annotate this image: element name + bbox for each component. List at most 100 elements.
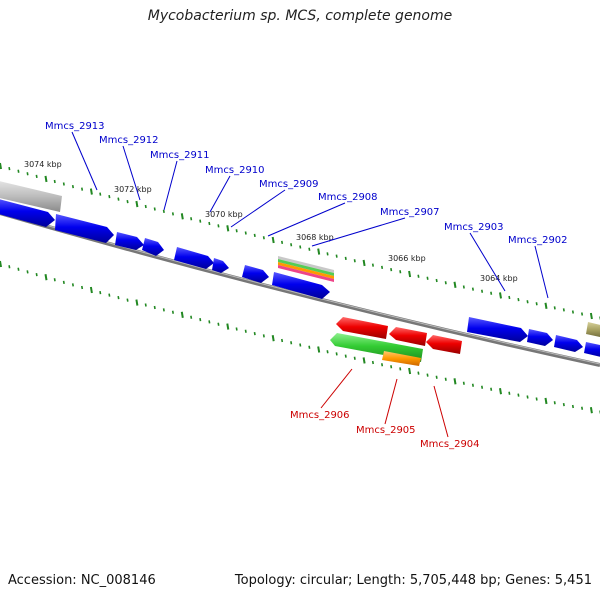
ruler-ticks <box>0 162 600 414</box>
ruler-tick <box>499 292 502 299</box>
ruler-tick <box>271 236 275 244</box>
ruler-tick <box>581 312 584 316</box>
ruler-tick <box>26 172 29 176</box>
ruler-tick <box>299 245 302 249</box>
scale-label: 3070 kbp <box>205 210 243 219</box>
gene-label-mmcs-2909[interactable]: Mmcs_2909 <box>259 179 319 190</box>
ruler-tick <box>435 375 438 379</box>
reverse-gene-labels: Mmcs_2906 Mmcs_2905 Mmcs_2904 <box>290 368 480 450</box>
gene-arrow-mmcs-2904[interactable] <box>426 335 462 354</box>
gene-arrow-mmcs-2909b[interactable] <box>212 258 229 273</box>
gene-label-mmcs-2908[interactable]: Mmcs_2908 <box>318 192 378 203</box>
gene-arrow-blue-edge[interactable] <box>554 335 583 352</box>
ruler-tick <box>526 395 529 399</box>
ruler-tick <box>535 397 538 401</box>
ruler-tick <box>517 297 520 302</box>
ruler-tick <box>553 401 556 405</box>
gene-arrow-mmcs-2903[interactable] <box>467 317 528 342</box>
feature-orange[interactable] <box>278 262 334 279</box>
ruler-tick <box>17 267 20 271</box>
ruler-tick <box>190 217 193 221</box>
gene-olive-edge[interactable] <box>586 322 600 338</box>
ruler-tick <box>499 388 502 395</box>
gene-label-mmcs-2904[interactable]: Mmcs_2904 <box>420 439 480 450</box>
gene-arrow-mmcs-2911[interactable] <box>115 232 144 250</box>
leader-line <box>230 189 286 228</box>
ruler-tick <box>180 213 184 220</box>
ruler-tick <box>462 285 465 289</box>
ruler-tick <box>271 335 275 342</box>
gene-label-mmcs-2910[interactable]: Mmcs_2910 <box>205 165 265 176</box>
ruler-tick <box>317 346 321 353</box>
gene-arrow-mmcs-2912[interactable] <box>55 214 114 243</box>
ruler-tick <box>0 162 2 170</box>
ruler-tick <box>317 248 321 255</box>
gene-arrow-mmcs-2909[interactable] <box>174 247 214 269</box>
ruler-tick <box>290 243 293 247</box>
feature-green[interactable] <box>278 259 334 276</box>
gene-arrow-mmcs-2910[interactable] <box>142 238 164 256</box>
ruler-tick <box>399 367 402 371</box>
ruler-tick <box>253 331 256 336</box>
ruler-tick <box>108 194 111 199</box>
ruler-tick <box>471 383 474 387</box>
ruler-tick <box>426 276 429 280</box>
scale-label: 3074 kbp <box>24 160 62 169</box>
ruler-tick <box>81 285 84 290</box>
ruler-tick <box>135 200 139 208</box>
feature-pink[interactable] <box>278 265 334 282</box>
ruler-tick <box>35 272 38 277</box>
gene-label-mmcs-2913[interactable]: Mmcs_2913 <box>45 121 105 132</box>
ruler-tick <box>571 310 574 314</box>
gene-arrow-mmcs-2907[interactable] <box>272 272 330 299</box>
leader-line <box>209 175 231 213</box>
gene-label-mmcs-2907[interactable]: Mmcs_2907 <box>380 207 440 218</box>
ruler-tick <box>381 265 384 270</box>
ruler-tick <box>408 367 412 375</box>
ruler-tick <box>235 327 238 331</box>
ruler-tick <box>226 225 230 232</box>
genome-summary: Topology: circular; Length: 5,705,448 bp… <box>234 573 592 588</box>
gene-arrow-mmcs-2902[interactable] <box>527 329 553 346</box>
ruler-tick <box>308 345 311 349</box>
ruler-tick <box>235 229 238 233</box>
ruler-tick <box>99 192 102 196</box>
ruler-tick <box>589 312 593 320</box>
ruler-tick <box>444 377 447 381</box>
ruler-tick <box>508 391 511 395</box>
gene-label-mmcs-2912[interactable]: Mmcs_2912 <box>99 135 159 146</box>
leader-line <box>163 160 178 211</box>
gene-label-mmcs-2905[interactable]: Mmcs_2905 <box>356 425 416 436</box>
ruler-tick <box>217 224 220 228</box>
ruler-tick <box>344 256 347 261</box>
ruler-tick <box>390 267 393 272</box>
leader-line <box>267 202 346 237</box>
leader-line <box>534 245 549 299</box>
gene-gray-arrow[interactable] <box>0 180 62 212</box>
gene-arrow-mmcs-2913[interactable] <box>0 198 55 227</box>
ruler-tick <box>62 280 65 285</box>
ruler-tick <box>490 291 493 295</box>
gene-arrow-blue-edge2[interactable] <box>584 342 600 358</box>
gene-arrow-mmcs-2905[interactable] <box>389 327 427 346</box>
gene-arrow-mmcs-2906[interactable] <box>336 317 388 339</box>
ruler-tick <box>71 283 74 287</box>
ruler-tick <box>562 402 565 407</box>
ruler-tick <box>89 286 93 294</box>
ruler-tick <box>508 295 511 300</box>
feature-stack <box>278 256 334 282</box>
gene-orange-2905[interactable] <box>382 351 421 366</box>
leader-line <box>469 232 506 292</box>
ruler-tick <box>453 281 457 288</box>
gene-label-mmcs-2903[interactable]: Mmcs_2903 <box>444 222 504 233</box>
ruler-tick <box>326 350 329 354</box>
gene-label-mmcs-2906[interactable]: Mmcs_2906 <box>290 410 350 421</box>
feature-gray[interactable] <box>278 256 334 273</box>
ruler-tick <box>362 259 366 267</box>
gene-arrow-mmcs-2908[interactable] <box>242 265 269 283</box>
ruler-tick <box>371 360 374 365</box>
gene-label-mmcs-2911[interactable]: Mmcs_2911 <box>150 150 210 161</box>
gene-label-mmcs-2902[interactable]: Mmcs_2902 <box>508 235 568 246</box>
ruler-tick <box>381 363 384 367</box>
